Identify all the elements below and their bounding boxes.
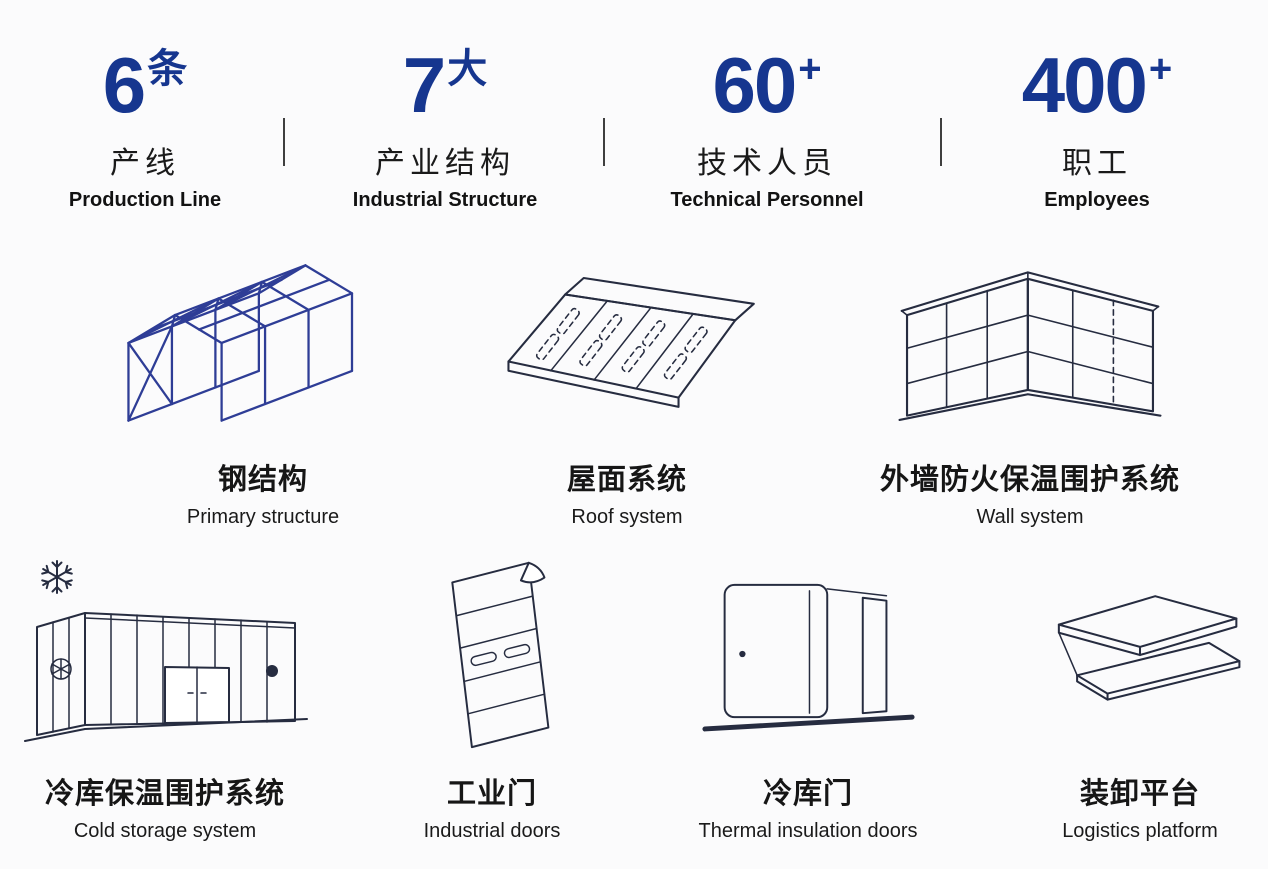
steel-structure-icon <box>127 264 354 422</box>
stat-employees: 400+ 职工 Employees <box>1022 46 1173 212</box>
product-label-en: Industrial doors <box>423 820 561 842</box>
product-icon-box <box>493 246 761 442</box>
stat-label-en: Technical Personnel <box>670 189 864 211</box>
stat-label-zh: 职工 <box>1062 147 1132 180</box>
product-card-wall-system: 外墙防火保温围护系统 Wall system <box>880 246 1180 529</box>
stat-number-text: 6 <box>102 41 146 129</box>
product-card-dock-platform: 装卸平台 Logistics platform <box>1028 550 1253 843</box>
stat-unit: 条 <box>147 47 188 91</box>
product-card-cold-storage: 冷库保温围护系统 Cold storage system <box>15 550 315 843</box>
stat-label-zh: 技术人员 <box>697 147 837 180</box>
stat-unit: + <box>1148 47 1173 91</box>
snowflake-icon <box>39 559 75 594</box>
product-icon-box <box>697 550 919 756</box>
product-label-zh: 钢结构 <box>217 464 308 496</box>
product-card-roof-system: 屋面系统 Roof system <box>493 246 761 529</box>
product-label-en: Cold storage system <box>73 820 257 842</box>
stat-divider <box>940 118 942 166</box>
stat-industrial-structure: 7大 产业结构 Industrial Structure <box>353 46 537 212</box>
product-card-industrial-door: 工业门 Industrial doors <box>411 550 573 843</box>
product-label-en: Primary structure <box>186 506 340 528</box>
stat-label-zh: 产业结构 <box>374 147 515 180</box>
product-label-en: Roof system <box>571 506 683 528</box>
industrial-door-icon <box>451 561 550 748</box>
product-icon-box <box>1028 550 1253 756</box>
stat-number-text: 7 <box>402 41 446 129</box>
product-card-steel-structure: 钢结构 Primary structure <box>118 246 408 529</box>
stat-value: 60+ <box>670 46 863 124</box>
stat-divider <box>603 118 605 166</box>
stat-unit: + <box>798 47 822 91</box>
stat-label-en: Employees <box>1044 189 1150 211</box>
product-icon-box <box>15 550 315 756</box>
stat-label-en: Production Line <box>68 189 222 211</box>
product-label-en: Wall system <box>976 506 1084 528</box>
stat-divider <box>283 118 285 166</box>
stat-production-line: 6条 产线 Production Line <box>69 46 221 212</box>
stat-value: 400+ <box>1022 46 1173 124</box>
insulation-door-icon <box>702 583 915 732</box>
roof-system-icon <box>507 277 755 408</box>
product-icon-box <box>118 246 408 442</box>
cold-storage-icon <box>24 559 308 742</box>
product-label-en: Logistics platform <box>1062 820 1218 842</box>
dock-platform-icon <box>1057 595 1241 701</box>
product-label-zh: 工业门 <box>446 778 537 810</box>
stat-value: 7大 <box>353 46 537 124</box>
product-icon-box <box>891 246 1169 442</box>
wall-system-icon <box>898 271 1162 421</box>
stat-number-text: 400 <box>1021 41 1148 129</box>
stat-label-en: Industrial Structure <box>352 189 538 211</box>
product-label-zh: 冷库门 <box>762 778 853 810</box>
product-label-zh: 冷库保温围护系统 <box>44 778 285 810</box>
stat-technical-personnel: 60+ 技术人员 Technical Personnel <box>670 46 863 212</box>
stat-number-text: 60 <box>712 41 797 129</box>
product-card-insulation-door: 冷库门 Thermal insulation doors <box>697 550 919 843</box>
product-label-en: Thermal insulation doors <box>698 820 918 842</box>
stat-unit: 大 <box>447 47 488 91</box>
product-label-zh: 屋面系统 <box>566 464 687 496</box>
stat-value: 6条 <box>69 46 221 124</box>
stat-label-zh: 产线 <box>110 147 180 180</box>
product-label-zh: 外墙防火保温围护系统 <box>879 464 1181 496</box>
product-icon-box <box>411 550 573 756</box>
product-label-zh: 装卸平台 <box>1079 778 1200 810</box>
